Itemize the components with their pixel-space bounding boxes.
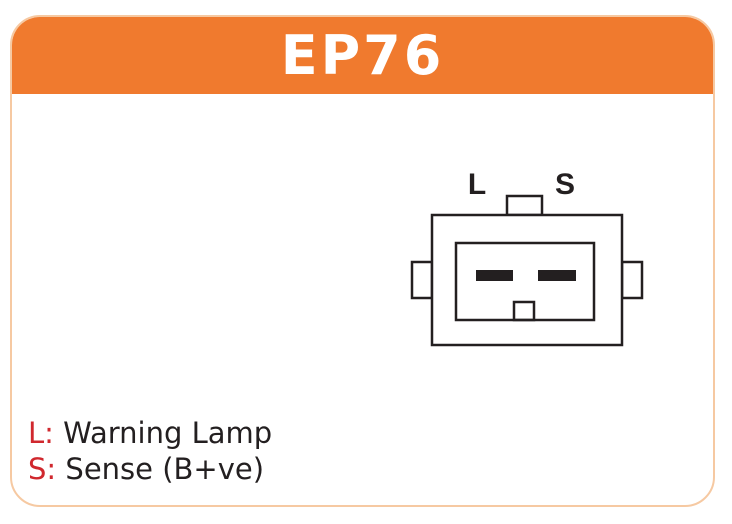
legend-item-s: S: Sense (B+ve) <box>28 451 272 487</box>
pin-s <box>538 270 576 281</box>
connector-key-notch <box>512 300 536 322</box>
legend-item-l: L: Warning Lamp <box>28 415 272 451</box>
legend-key: S: <box>28 452 57 486</box>
part-number-title: EP76 <box>280 24 445 87</box>
connector-right-tab <box>620 260 644 300</box>
pin-legend: L: Warning Lamp S: Sense (B+ve) <box>28 415 272 487</box>
legend-label: Sense (B+ve) <box>65 452 265 486</box>
legend-key: L: <box>28 416 54 450</box>
connector-top-tab <box>505 194 544 217</box>
legend-label: Warning Lamp <box>63 416 273 450</box>
pin-label-l: L <box>468 168 486 201</box>
pin-label-s: S <box>555 168 575 201</box>
header-bar: EP76 <box>12 17 713 94</box>
pin-l <box>476 270 513 281</box>
connector-housing <box>430 213 624 347</box>
connector-left-tab <box>410 260 434 300</box>
